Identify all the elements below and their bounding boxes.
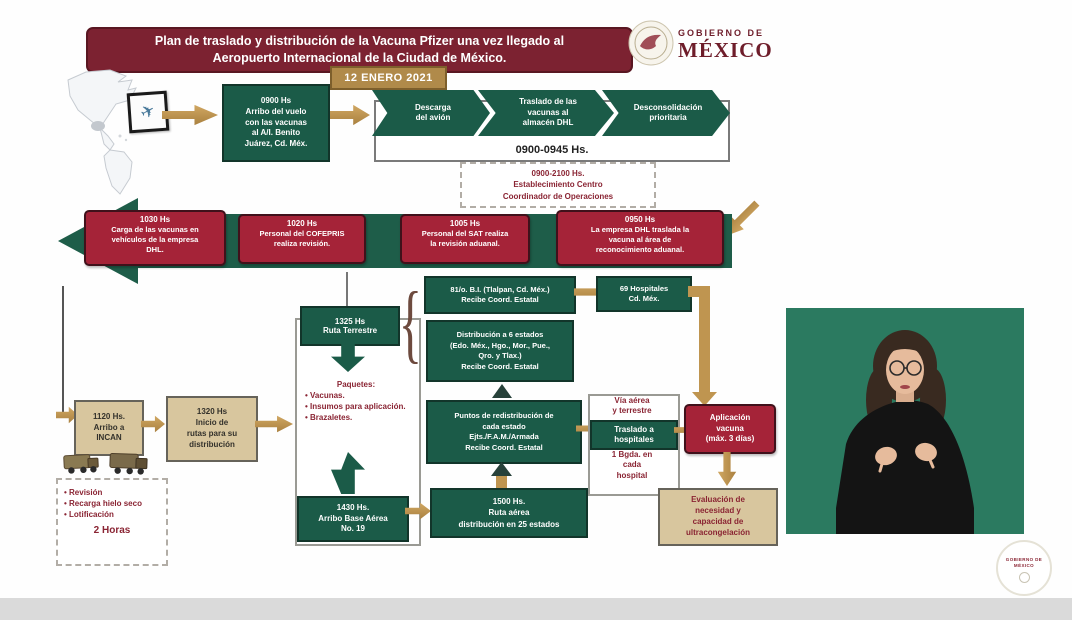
chevron-deconsolidation: Desconsolidación prioritaria (602, 90, 730, 136)
connector-line (496, 476, 507, 489)
checklist-items: Revisión Recarga hielo seco Lotificación (62, 488, 162, 520)
flow-arrow (717, 452, 737, 486)
sign-language-interpreter (786, 308, 1024, 534)
step-time: 0950 Hs (624, 215, 656, 224)
air-route-box: 1500 Hs. Ruta aérea distribución en 25 e… (430, 488, 588, 538)
step-text: La empresa DHL traslada la vacuna al áre… (590, 225, 690, 254)
step-time: 1020 Hs (286, 219, 318, 228)
interpreter-video (786, 308, 1024, 534)
watermark-seal: GOBIERNO DE MÉXICO (996, 540, 1052, 596)
flow-arrow (141, 415, 165, 433)
step-text: Personal del SAT realiza la revisión adu… (421, 229, 509, 248)
packages-title: Paquetes: (336, 380, 376, 389)
packages-note: Paquetes: Vacunas. Insumos para aplicaci… (301, 380, 411, 423)
trucks-icon (60, 446, 155, 483)
connector-line (346, 272, 348, 308)
step-text: Carga de las vacunas en vehículos de la … (111, 225, 199, 254)
gov-logo-line2: MÉXICO (678, 38, 773, 62)
application-box: Aplicación vacuna (máx. 3 días) (684, 404, 776, 454)
slide-title: Plan de traslado y distribución de la Va… (86, 27, 633, 73)
connector-elbow (699, 286, 710, 394)
up-arrowhead (491, 462, 512, 476)
incan-box: 1120 Hs. Arribo a INCAN (74, 400, 144, 456)
hospitals-box: 69 Hospitales Cd. Méx. (596, 276, 692, 312)
chevron-unload: Descarga del avión (372, 90, 490, 136)
watermark-circle-icon (1018, 571, 1030, 583)
ground-route-box: 1325 Hs Ruta Terrestre (300, 306, 400, 346)
arrival-box: 0900 Hs Arribo del vuelo con las vacunas… (222, 84, 330, 162)
brigade-label: 1 Bgda. en cada hospital (611, 450, 653, 480)
up-arrowhead (492, 384, 512, 398)
flow-arrow (255, 415, 293, 433)
list-item: Lotificación (64, 510, 162, 521)
redistribution-box: Puntos de redistribución de cada estado … (426, 400, 582, 464)
chevron-transfer: Traslado de las vacunas al almacén DHL (478, 90, 614, 136)
gov-logo: GOBIERNO DE MÉXICO (678, 28, 798, 63)
air-base-box: 1430 Hs. Arribo Base Aérea No. 19 (297, 496, 409, 542)
date-banner: 12 ENERO 2021 (330, 66, 447, 90)
step-text: Personal del COFEPRIS realiza revisión. (259, 229, 345, 248)
time-window-label: 0900-0945 Hs. (515, 144, 589, 156)
list-item: Recarga hielo seco (64, 499, 162, 510)
list-item: Vacunas. (305, 391, 411, 402)
flow-arrow (330, 104, 370, 126)
list-item: Insumos para aplicación. (305, 402, 411, 413)
bi-tlalpan-box: 81/o. B.I. (Tlalpan, Cd. Méx.) Recibe Co… (424, 276, 576, 314)
customs-step-0950: 0950 Hs La empresa DHL traslada la vacun… (556, 210, 724, 266)
evaluation-box: Evaluación de necesidad y capacidad de u… (658, 488, 778, 546)
customs-step-1030: 1030 Hs Carga de las vacunas en vehículo… (84, 210, 226, 266)
six-states-box: Distribución a 6 estados (Edo. Méx., Hgo… (426, 320, 574, 382)
list-item: Brazaletes. (305, 413, 411, 424)
americas-map-icon (48, 66, 183, 211)
bottom-bar (0, 598, 1072, 620)
customs-step-1020: 1020 Hs Personal del COFEPRIS realiza re… (238, 214, 366, 264)
list-item: Revisión (64, 488, 162, 499)
via-label: Vía aérea y terrestre (612, 396, 652, 416)
eagle-seal-icon (628, 20, 674, 66)
connector-line (62, 286, 64, 412)
routes-start-box: 1320 Hs Inicio de rutas para su distribu… (166, 396, 258, 462)
packages-list: Vacunas. Insumos para aplicación. Brazal… (301, 391, 411, 423)
step-time: 1030 Hs (139, 215, 171, 224)
hospital-transfer-box: Traslado a hospitales (590, 420, 678, 450)
incan-checklist: Revisión Recarga hielo seco Lotificación… (56, 478, 168, 566)
gov-logo-line1: GOBIERNO DE (678, 28, 765, 38)
duration-label: 2 Horas (93, 525, 131, 537)
customs-step-1005: 1005 Hs Personal del SAT realiza la revi… (400, 214, 530, 264)
ops-center-box: 0900-2100 Hs. Establecimiento Centro Coo… (460, 162, 656, 208)
brace: { (398, 275, 422, 372)
step-time: 1005 Hs (449, 219, 481, 228)
watermark-text: GOBIERNO DE MÉXICO (1005, 557, 1043, 569)
